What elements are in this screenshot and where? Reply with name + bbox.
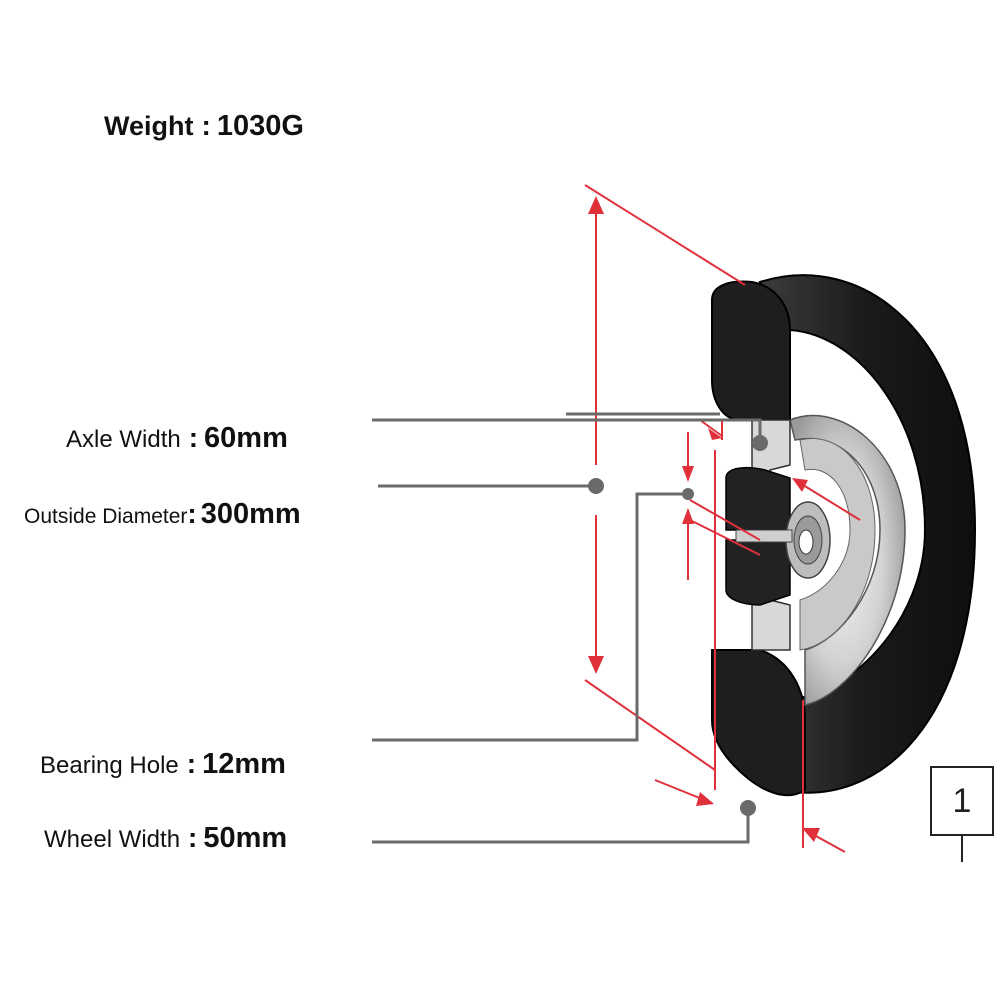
weight-separator: : [201,110,211,141]
figure-number: 1 [952,781,972,820]
bearing-hole-spec: Bearing Hole:12mm [40,748,286,781]
weight-value: 1030G [216,110,304,142]
outside-diameter-label: Outside Diameter [24,505,188,528]
outside-diameter-value: 300mm [200,498,301,530]
outside-diameter-separator: : [187,498,197,529]
bearing-hole-value: 12mm [202,748,286,780]
bearing-hole-label: Bearing Hole [40,752,179,779]
figure-number-box: 1 [930,766,994,836]
leader-lines [372,412,762,844]
hub [725,466,831,606]
weight-spec: Weight:1030G [104,110,304,143]
wheel-width-separator: : [188,822,198,853]
axle-width-spec: Axle Width:60mm [66,422,288,455]
figure-leader [961,836,963,862]
wheel-width-spec: Wheel Width:50mm [44,822,287,855]
axle-width-value: 60mm [204,422,288,454]
outside-diameter-spec: Outside Diameter:300mm [24,498,301,531]
leader-dots [588,435,768,816]
tire [711,274,977,797]
axle-width-separator: : [188,422,199,453]
weight-label: Weight [104,111,194,141]
wheel-width-label: Wheel Width [44,826,181,853]
wheel-width-value: 50mm [203,822,288,854]
axle-width-label: Axle Width [66,426,181,453]
bearing-hole-separator: : [186,748,197,779]
